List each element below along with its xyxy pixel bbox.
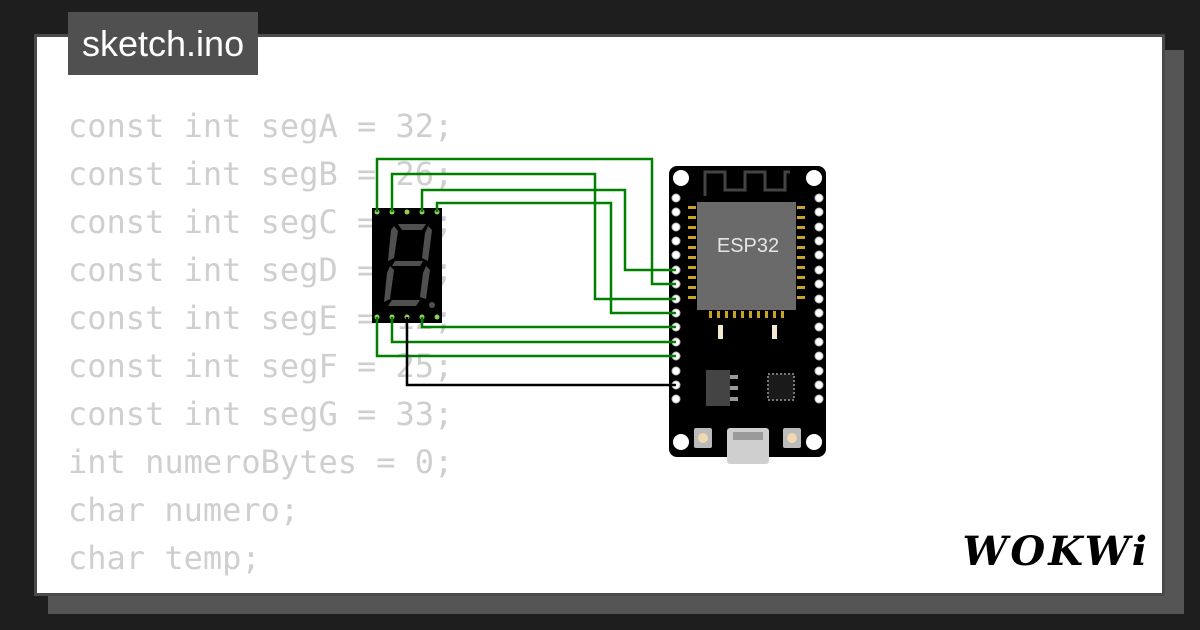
code-line: const int segB = 26; <box>68 155 454 193</box>
project-preview-card[interactable] <box>34 34 1165 596</box>
file-tab[interactable]: sketch.ino <box>68 12 259 75</box>
segment-wires[interactable] <box>375 157 676 358</box>
code-line: char temp; <box>68 539 261 577</box>
code-line: const int segA = 32; <box>68 107 454 145</box>
code-line: int numeroBytes = 0; <box>68 443 454 481</box>
regulator <box>706 370 730 406</box>
usb-uart-chip <box>767 373 795 401</box>
right-header-pins <box>814 193 824 404</box>
boot-button[interactable] <box>694 428 712 448</box>
code-line: const int segF = 25; <box>68 347 454 385</box>
ground-wire[interactable] <box>405 317 676 387</box>
esp32-board[interactable]: ESP32 <box>669 166 826 464</box>
board-label: ESP32 <box>717 235 779 257</box>
seven-segment-display[interactable] <box>372 208 442 323</box>
reset-button[interactable] <box>783 428 801 448</box>
esp32-chip <box>697 202 796 310</box>
display-segments <box>384 224 435 308</box>
code-line: char numero; <box>68 491 300 529</box>
wokwi-logo[interactable]: WOKWi <box>962 528 1150 575</box>
code-editor: const int segA = 32; const int segB = 26… <box>68 102 453 582</box>
code-line: const int segG = 33; <box>68 395 454 433</box>
code-line: const int segD = 14; <box>68 251 454 289</box>
